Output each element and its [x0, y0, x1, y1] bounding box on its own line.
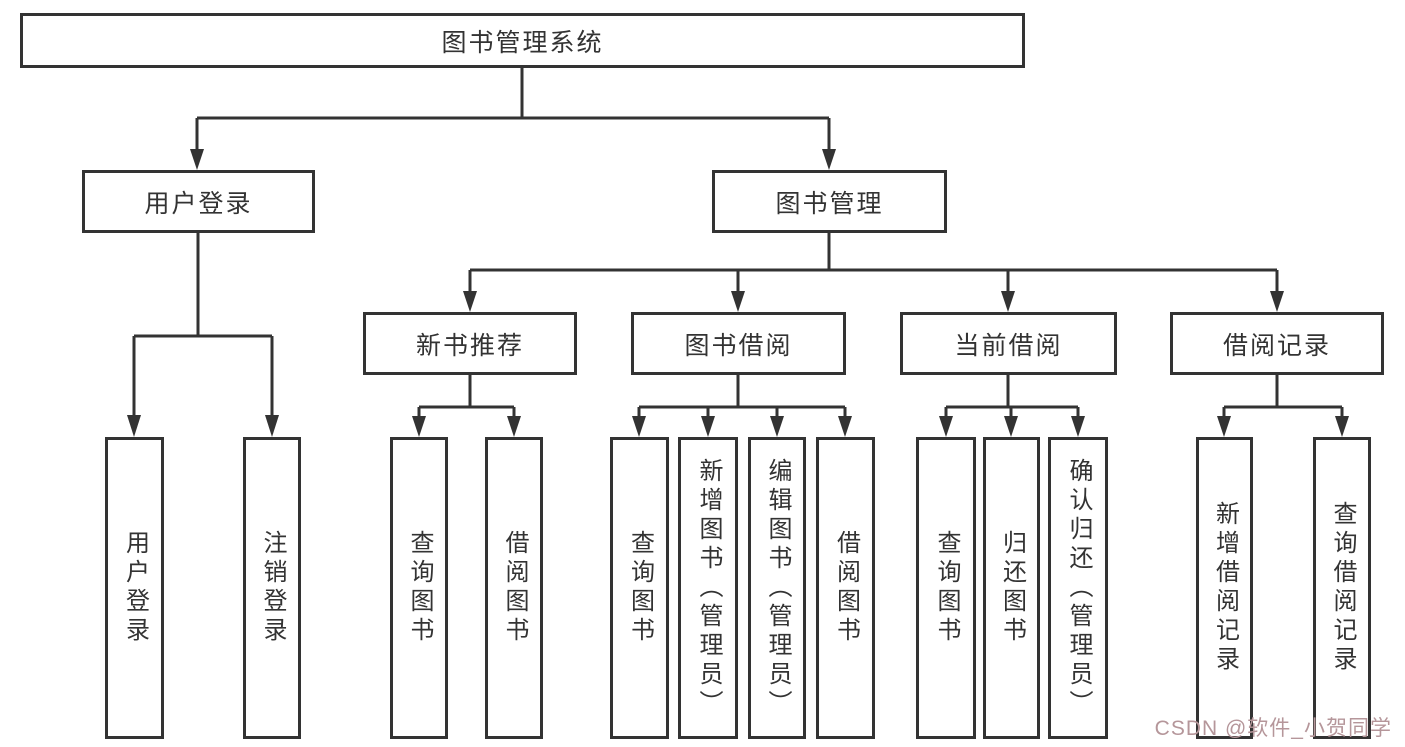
- leaf-confirm-return-admin: 确认归还（管理员）: [1048, 437, 1108, 739]
- leaf-label: 归还图书: [998, 530, 1026, 646]
- leaf-label: 查询图书: [626, 530, 654, 646]
- leaf-label: 注销登录: [259, 530, 286, 646]
- node-borrow-records: 借阅记录: [1170, 312, 1384, 375]
- leaf-return-books: 归还图书: [983, 437, 1040, 739]
- leaf-borrow-books-recommend: 借阅图书: [485, 437, 543, 739]
- node-label: 借阅记录: [1222, 331, 1331, 360]
- leaf-label: 查询借阅记录: [1329, 501, 1356, 675]
- leaf-add-borrow-record: 新增借阅记录: [1196, 437, 1253, 739]
- leaf-label: 借阅图书: [832, 530, 860, 646]
- leaf-label: 用户登录: [121, 530, 149, 646]
- leaf-borrow-books: 借阅图书: [816, 437, 875, 739]
- node-book-management: 图书管理: [712, 170, 947, 233]
- leaf-label: 确认归还（管理员）: [1065, 457, 1092, 719]
- leaf-label: 新增图书（管理员）: [695, 457, 722, 719]
- leaf-add-books-admin: 新增图书（管理员）: [678, 437, 738, 739]
- leaf-query-books-recommend: 查询图书: [390, 437, 448, 739]
- leaf-label: 编辑图书（管理员）: [764, 457, 791, 719]
- node-user-login: 用户登录: [82, 170, 315, 233]
- node-root-system: 图书管理系统: [20, 13, 1025, 68]
- node-label: 当前借阅: [954, 331, 1063, 360]
- node-label: 新书推荐: [415, 331, 524, 360]
- leaf-label: 借阅图书: [501, 530, 528, 646]
- leaf-query-books-current: 查询图书: [916, 437, 976, 739]
- node-current-borrow: 当前借阅: [900, 312, 1117, 375]
- leaf-user-login: 用户登录: [105, 437, 164, 739]
- node-label: 图书管理: [775, 189, 884, 218]
- csdn-watermark: CSDN @软件_小贺同学: [1154, 717, 1392, 740]
- node-label: 图书借阅: [684, 331, 793, 360]
- leaf-logout: 注销登录: [243, 437, 301, 739]
- node-book-borrow: 图书借阅: [631, 312, 846, 375]
- leaf-label: 查询图书: [933, 530, 960, 646]
- leaf-label: 新增借阅记录: [1211, 501, 1239, 675]
- node-root-label: 图书管理系统: [441, 28, 604, 57]
- node-label: 用户登录: [144, 189, 253, 218]
- node-new-book-recommend: 新书推荐: [363, 312, 577, 375]
- leaf-label: 查询图书: [406, 530, 433, 646]
- leaf-query-books-borrow: 查询图书: [610, 437, 669, 739]
- leaf-query-borrow-record: 查询借阅记录: [1313, 437, 1371, 739]
- leaf-edit-books-admin: 编辑图书（管理员）: [748, 437, 806, 739]
